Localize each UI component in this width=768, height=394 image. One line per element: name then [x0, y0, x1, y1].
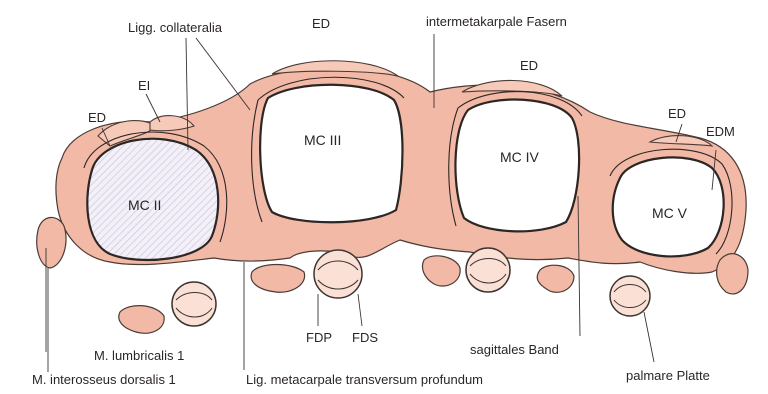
flexor-tendon-sheath-3 — [314, 250, 362, 298]
label-edm: EDM — [706, 124, 735, 139]
lumbrical-4-blob — [537, 265, 574, 292]
label-ligg-collateralia: Ligg. collateralia — [128, 20, 223, 35]
label-sagittales-band: sagittales Band — [470, 342, 559, 357]
label-ed-top: ED — [312, 16, 330, 31]
label-palmare-platte: palmare Platte — [626, 368, 710, 383]
lumbricalis-blob — [119, 306, 164, 334]
label-interosseus: M. interosseus dorsalis 1 — [32, 372, 176, 387]
label-ei: EI — [138, 78, 150, 93]
flexor-tendon-sheath-4 — [466, 248, 510, 292]
label-intermetakarpale-fasern: intermetakarpale Fasern — [426, 14, 567, 29]
flexor-tendon-sheath-2 — [172, 282, 216, 326]
flexor-tendon-sheath-5 — [610, 276, 650, 316]
label-mc4: MC IV — [500, 149, 540, 165]
interosseus-blob — [37, 217, 66, 268]
lumbrical-2-blob — [251, 265, 304, 293]
label-fds: FDS — [352, 330, 378, 345]
label-lumbricalis: M. lumbricalis 1 — [94, 348, 184, 363]
lumbrical-3-blob — [422, 256, 460, 286]
label-ed-far-right: ED — [668, 106, 686, 121]
label-fdp: FDP — [306, 330, 332, 345]
label-lig-metacarpale: Lig. metacarpale transversum profundum — [246, 372, 483, 387]
label-mc3: MC III — [304, 132, 341, 148]
label-ed-left: ED — [88, 110, 106, 125]
hypothenar-blob — [717, 254, 748, 294]
label-mc2: MC II — [128, 197, 161, 213]
label-mc5: MC V — [652, 205, 688, 221]
mc3-bone — [260, 85, 402, 223]
label-ed-right: ED — [520, 58, 538, 73]
mc4-bone — [455, 100, 579, 232]
